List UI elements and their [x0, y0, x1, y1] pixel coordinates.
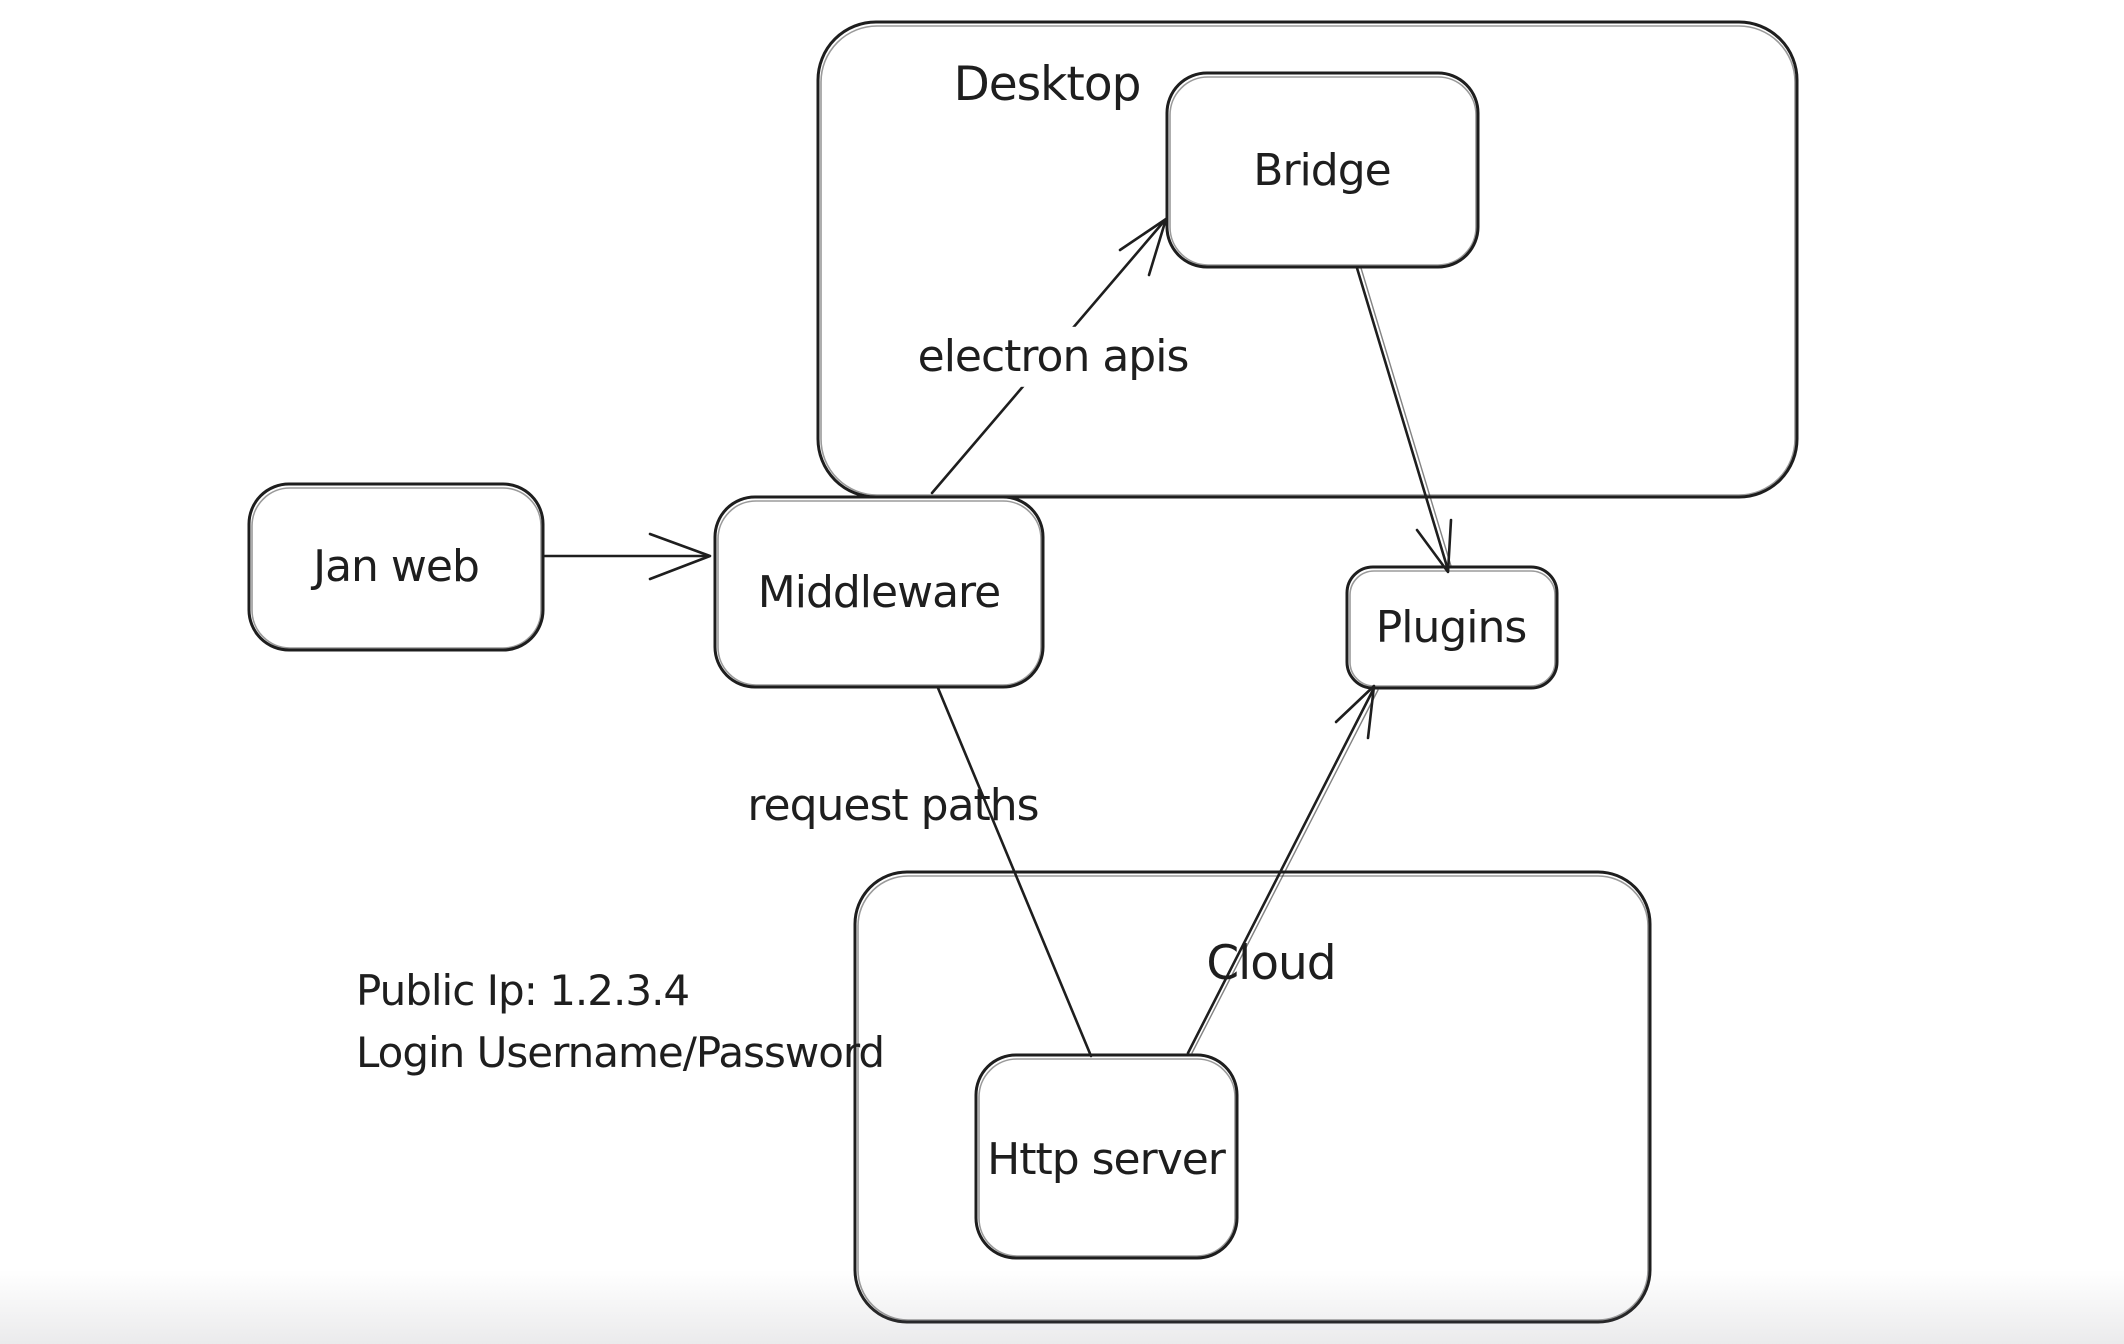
- node-middleware[interactable]: [713, 495, 1045, 689]
- plugins-echo: [1349, 570, 1556, 687]
- desktop-container[interactable]: [816, 20, 1799, 499]
- middleware-outline: [713, 495, 1045, 689]
- desktop-container-echo: [820, 25, 1796, 496]
- http-server-echo: [978, 1058, 1236, 1257]
- plugins-label: Plugins: [1375, 601, 1528, 653]
- httpserver-plugins-line-echo: [1191, 689, 1379, 1054]
- edge-httpserver-to-plugins[interactable]: [1186, 684, 1379, 1055]
- bridge-plugins-line: [1355, 266, 1450, 572]
- node-bridge[interactable]: [1165, 71, 1480, 269]
- bridge-outline: [1165, 71, 1480, 269]
- middleware-echo: [717, 500, 1042, 686]
- edge-middleware-to-httpserver[interactable]: [936, 686, 1093, 1058]
- middleware-httpserver-line: [936, 686, 1093, 1058]
- janweb-middleware-arrowhead: [648, 532, 712, 581]
- electron-apis-label: electron apis: [905, 326, 1201, 388]
- bridge-plugins-arrowhead: [1415, 518, 1453, 574]
- cloud-label: Cloud: [1206, 936, 1336, 992]
- request-paths-label: request paths: [747, 779, 1039, 831]
- jan-web-label: Jan web: [313, 540, 480, 592]
- bridge-plugins-line-echo: [1360, 267, 1452, 567]
- httpserver-plugins-line: [1186, 686, 1376, 1055]
- node-plugins[interactable]: [1345, 565, 1559, 690]
- credentials-note-line-2: Login Username/Password: [356, 1028, 885, 1077]
- credentials-note-line-1: Public Ip: 1.2.3.4: [356, 966, 690, 1015]
- desktop-container-outline: [816, 20, 1799, 499]
- desktop-label: Desktop: [953, 57, 1142, 113]
- edge-bridge-to-plugins[interactable]: [1355, 266, 1453, 574]
- node-jan-web[interactable]: [247, 482, 545, 652]
- jan-web-outline: [247, 482, 545, 652]
- bridge-label: Bridge: [1253, 144, 1391, 196]
- edge-janweb-to-middleware[interactable]: [543, 532, 712, 581]
- plugins-outline: [1345, 565, 1559, 690]
- http-server-outline: [974, 1053, 1239, 1260]
- cloud-container[interactable]: [853, 870, 1652, 1324]
- httpserver-plugins-arrowhead: [1334, 684, 1376, 740]
- cloud-container-echo: [857, 875, 1649, 1321]
- jan-web-echo: [251, 487, 542, 649]
- bridge-echo: [1169, 76, 1477, 266]
- http-server-label: Http server: [987, 1133, 1226, 1185]
- credentials-note[interactable]: Public Ip: 1.2.3.4 Login Username/Passwo…: [356, 960, 885, 1084]
- middleware-label: Middleware: [757, 566, 1001, 618]
- cloud-container-outline: [853, 870, 1652, 1324]
- node-http-server[interactable]: [974, 1053, 1239, 1260]
- middleware-bridge-arrowhead: [1118, 217, 1168, 277]
